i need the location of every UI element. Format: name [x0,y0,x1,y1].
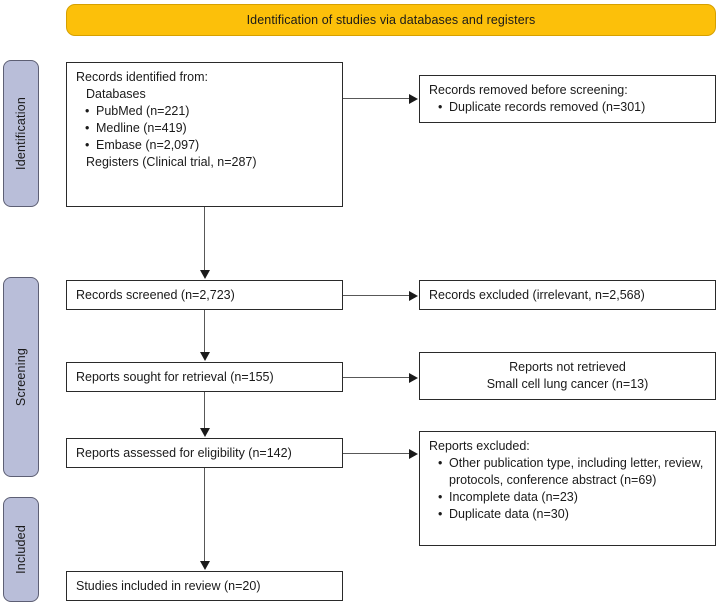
box-records-removed: Records removed before screening: Duplic… [419,75,716,123]
records-removed-heading: Records removed before screening: [429,83,628,97]
box-reports-excluded: Reports excluded: Other publication type… [419,431,716,546]
connector-sought-to-assessed [204,392,206,428]
box-records-screened: Records screened (n=2,723) [66,280,343,310]
reports-sought-text: Reports sought for retrieval (n=155) [76,369,274,384]
list-item: Medline (n=419) [85,120,333,137]
records-removed-list: Duplicate records removed (n=301) [429,99,706,116]
stage-label-included: Included [3,497,39,602]
box-records-excluded-irrelevant: Records excluded (irrelevant, n=2,568) [419,280,716,310]
arrowhead-assessed-to-reports-excluded [409,449,418,459]
records-identified-heading: Records identified from: [76,70,209,84]
records-identified-subheading: Databases [86,87,146,101]
stage-label-identification-text: Identification [14,97,28,170]
records-identified-source-list: PubMed (n=221) Medline (n=419) Embase (n… [76,103,333,154]
connector-identified-to-screened [204,207,206,270]
box-studies-included: Studies included in review (n=20) [66,571,343,601]
arrowhead-sought-to-assessed [200,428,210,437]
list-item: Incomplete data (n=23) [438,489,706,506]
box-reports-not-retrieved: Reports not retrieved Small cell lung ca… [419,352,716,400]
arrowhead-identified-to-removed [409,94,418,104]
list-item: Duplicate records removed (n=301) [438,99,706,116]
box-reports-assessed: Reports assessed for eligibility (n=142) [66,438,343,468]
connector-assessed-to-included [204,468,206,561]
box-reports-sought: Reports sought for retrieval (n=155) [66,362,343,392]
reports-excluded-list: Other publication type, including letter… [429,455,706,523]
stage-label-included-text: Included [14,525,28,574]
list-item: PubMed (n=221) [85,103,333,120]
arrowhead-assessed-to-included [200,561,210,570]
stage-label-identification: Identification [3,60,39,207]
connector-sought-to-not-retrieved [343,377,409,379]
arrowhead-screened-to-sought [200,352,210,361]
list-item: Embase (n=2,097) [85,137,333,154]
stage-label-screening: Screening [3,277,39,477]
reports-not-retrieved-line2: Small cell lung cancer (n=13) [486,377,649,391]
list-item: Duplicate data (n=30) [438,506,706,523]
connector-screened-to-sought [204,310,206,352]
reports-not-retrieved-line1: Reports not retrieved [509,360,626,374]
records-excluded-irrelevant-text: Records excluded (irrelevant, n=2,568) [429,287,645,302]
list-item: Other publication type, including letter… [438,455,706,489]
banner-title: Identification of studies via databases … [246,13,536,27]
connector-assessed-to-reports-excluded [343,453,409,455]
records-identified-registers: Registers (Clinical trial, n=287) [86,155,257,169]
connector-screened-to-excluded [343,295,409,297]
arrowhead-identified-to-screened [200,270,210,279]
box-records-identified: Records identified from: Databases PubMe… [66,62,343,207]
studies-included-text: Studies included in review (n=20) [76,578,261,593]
arrowhead-screened-to-excluded [409,291,418,301]
reports-excluded-heading: Reports excluded: [429,439,530,453]
arrowhead-sought-to-not-retrieved [409,373,418,383]
banner-identification-header: Identification of studies via databases … [66,4,716,36]
records-screened-text: Records screened (n=2,723) [76,287,235,302]
reports-assessed-text: Reports assessed for eligibility (n=142) [76,445,292,460]
connector-identified-to-removed [343,98,409,100]
stage-label-screening-text: Screening [14,347,28,407]
